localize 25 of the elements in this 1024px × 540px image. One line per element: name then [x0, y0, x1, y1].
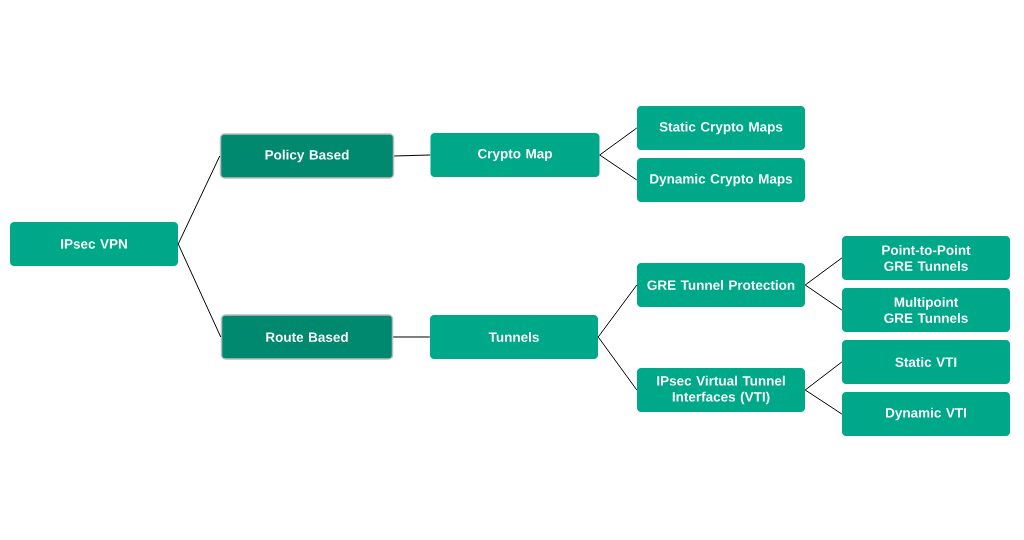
topic-box: IPsec VPN: [10, 222, 178, 266]
connector-line: [599, 127, 638, 156]
topic-box: Point-to-Point GRE Tunnels: [842, 236, 1010, 280]
topic-box: Dynamic VTI: [842, 392, 1010, 436]
connector-line: [177, 243, 222, 338]
topic-box: IPsec Virtual Tunnel Interfaces (VTI): [637, 368, 805, 412]
topic-box: GRE Tunnel Protection: [637, 263, 805, 307]
connector-line: [599, 154, 638, 181]
connector-line: [177, 155, 221, 245]
connector-line: [597, 336, 638, 391]
connector-line: [804, 257, 843, 286]
connector-line: [804, 284, 843, 311]
connector-line: [804, 389, 843, 415]
category-box: Route Based: [220, 314, 394, 360]
connector-line: [393, 154, 431, 157]
topic-box: Tunnels: [430, 315, 598, 359]
category-box: Policy Based: [219, 133, 395, 179]
connector-line: [804, 361, 843, 391]
topic-box: Dynamic Crypto Maps: [637, 158, 805, 202]
topic-box: Static VTI: [842, 340, 1010, 384]
topic-box: Static Crypto Maps: [637, 106, 805, 150]
connector-line: [597, 284, 638, 338]
topic-box: Multipoint GRE Tunnels: [842, 288, 1010, 332]
connector-line: [392, 336, 431, 338]
topic-box: Crypto Map: [430, 133, 600, 177]
